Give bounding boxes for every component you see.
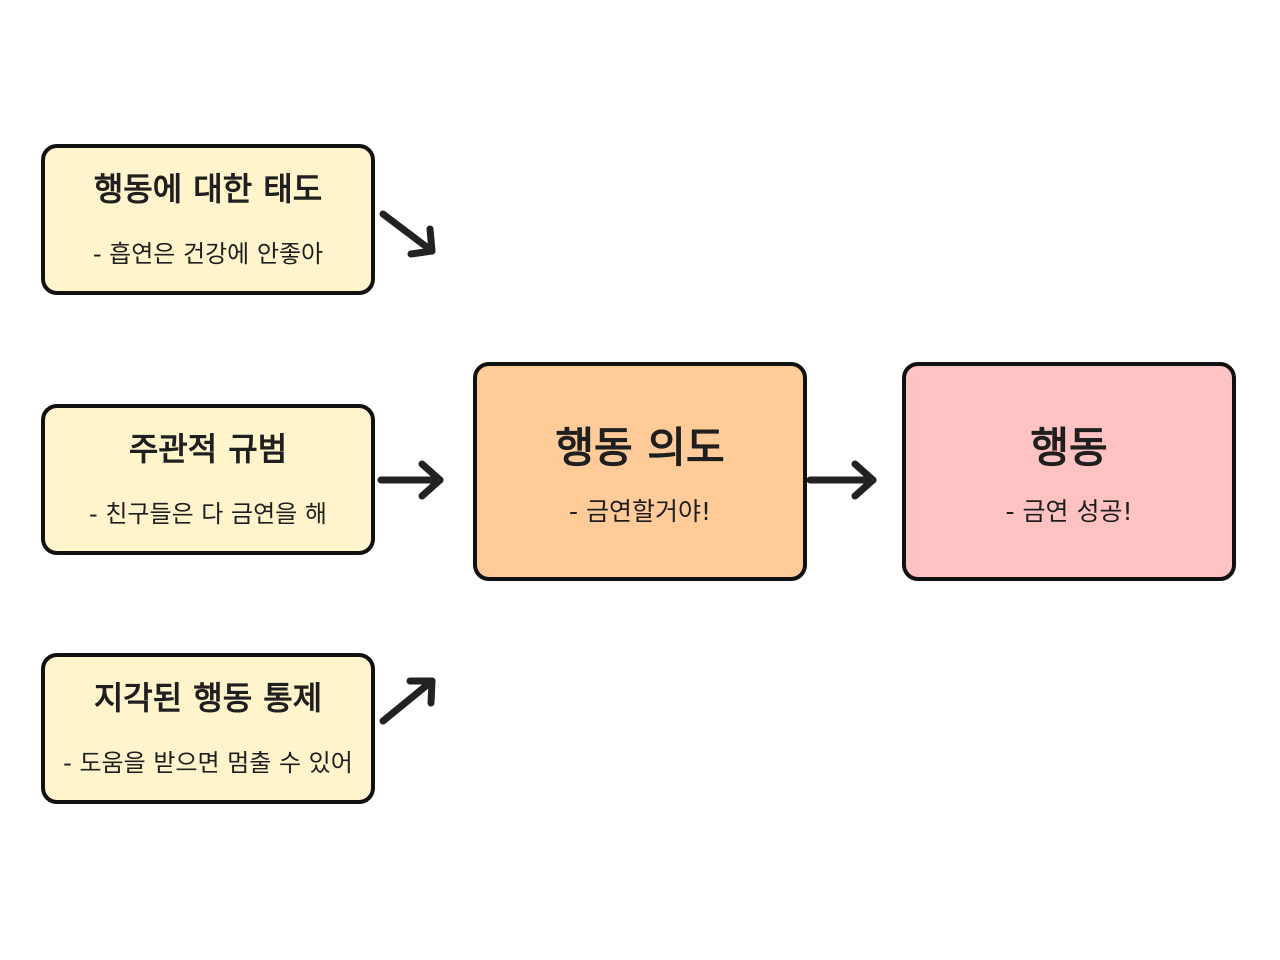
arrow-intention-to-behavior	[806, 460, 877, 500]
intention-subtitle: - 금연할거야!	[569, 497, 711, 526]
arrow-attitude-to-intention	[379, 210, 436, 258]
subjective-norm-subtitle: - 친구들은 다 금연을 해	[89, 500, 327, 528]
attitude-title: 행동에 대한 태도	[93, 170, 323, 208]
intention-title: 행동 의도	[555, 423, 725, 472]
intention-box: 행동 의도 - 금연할거야!	[473, 362, 807, 581]
behavior-subtitle: - 금연 성공!	[1005, 497, 1133, 526]
perceived-control-title: 지각된 행동 통제	[93, 679, 323, 717]
subjective-norm-box: 주관적 규범 - 친구들은 다 금연을 해	[41, 404, 375, 555]
perceived-control-subtitle: - 도움을 받으면 멈출 수 있어	[63, 749, 353, 777]
behavior-box: 행동 - 금연 성공!	[902, 362, 1236, 581]
attitude-subtitle: - 흡연은 건강에 안좋아	[92, 240, 324, 268]
subjective-norm-title: 주관적 규범	[128, 430, 288, 468]
behavior-title: 행동	[1030, 423, 1108, 472]
arrow-control-to-intention	[379, 677, 436, 725]
perceived-control-box: 지각된 행동 통제 - 도움을 받으면 멈출 수 있어	[41, 653, 375, 804]
arrow-norm-to-intention	[377, 460, 444, 500]
attitude-box: 행동에 대한 태도 - 흡연은 건강에 안좋아	[41, 144, 375, 295]
